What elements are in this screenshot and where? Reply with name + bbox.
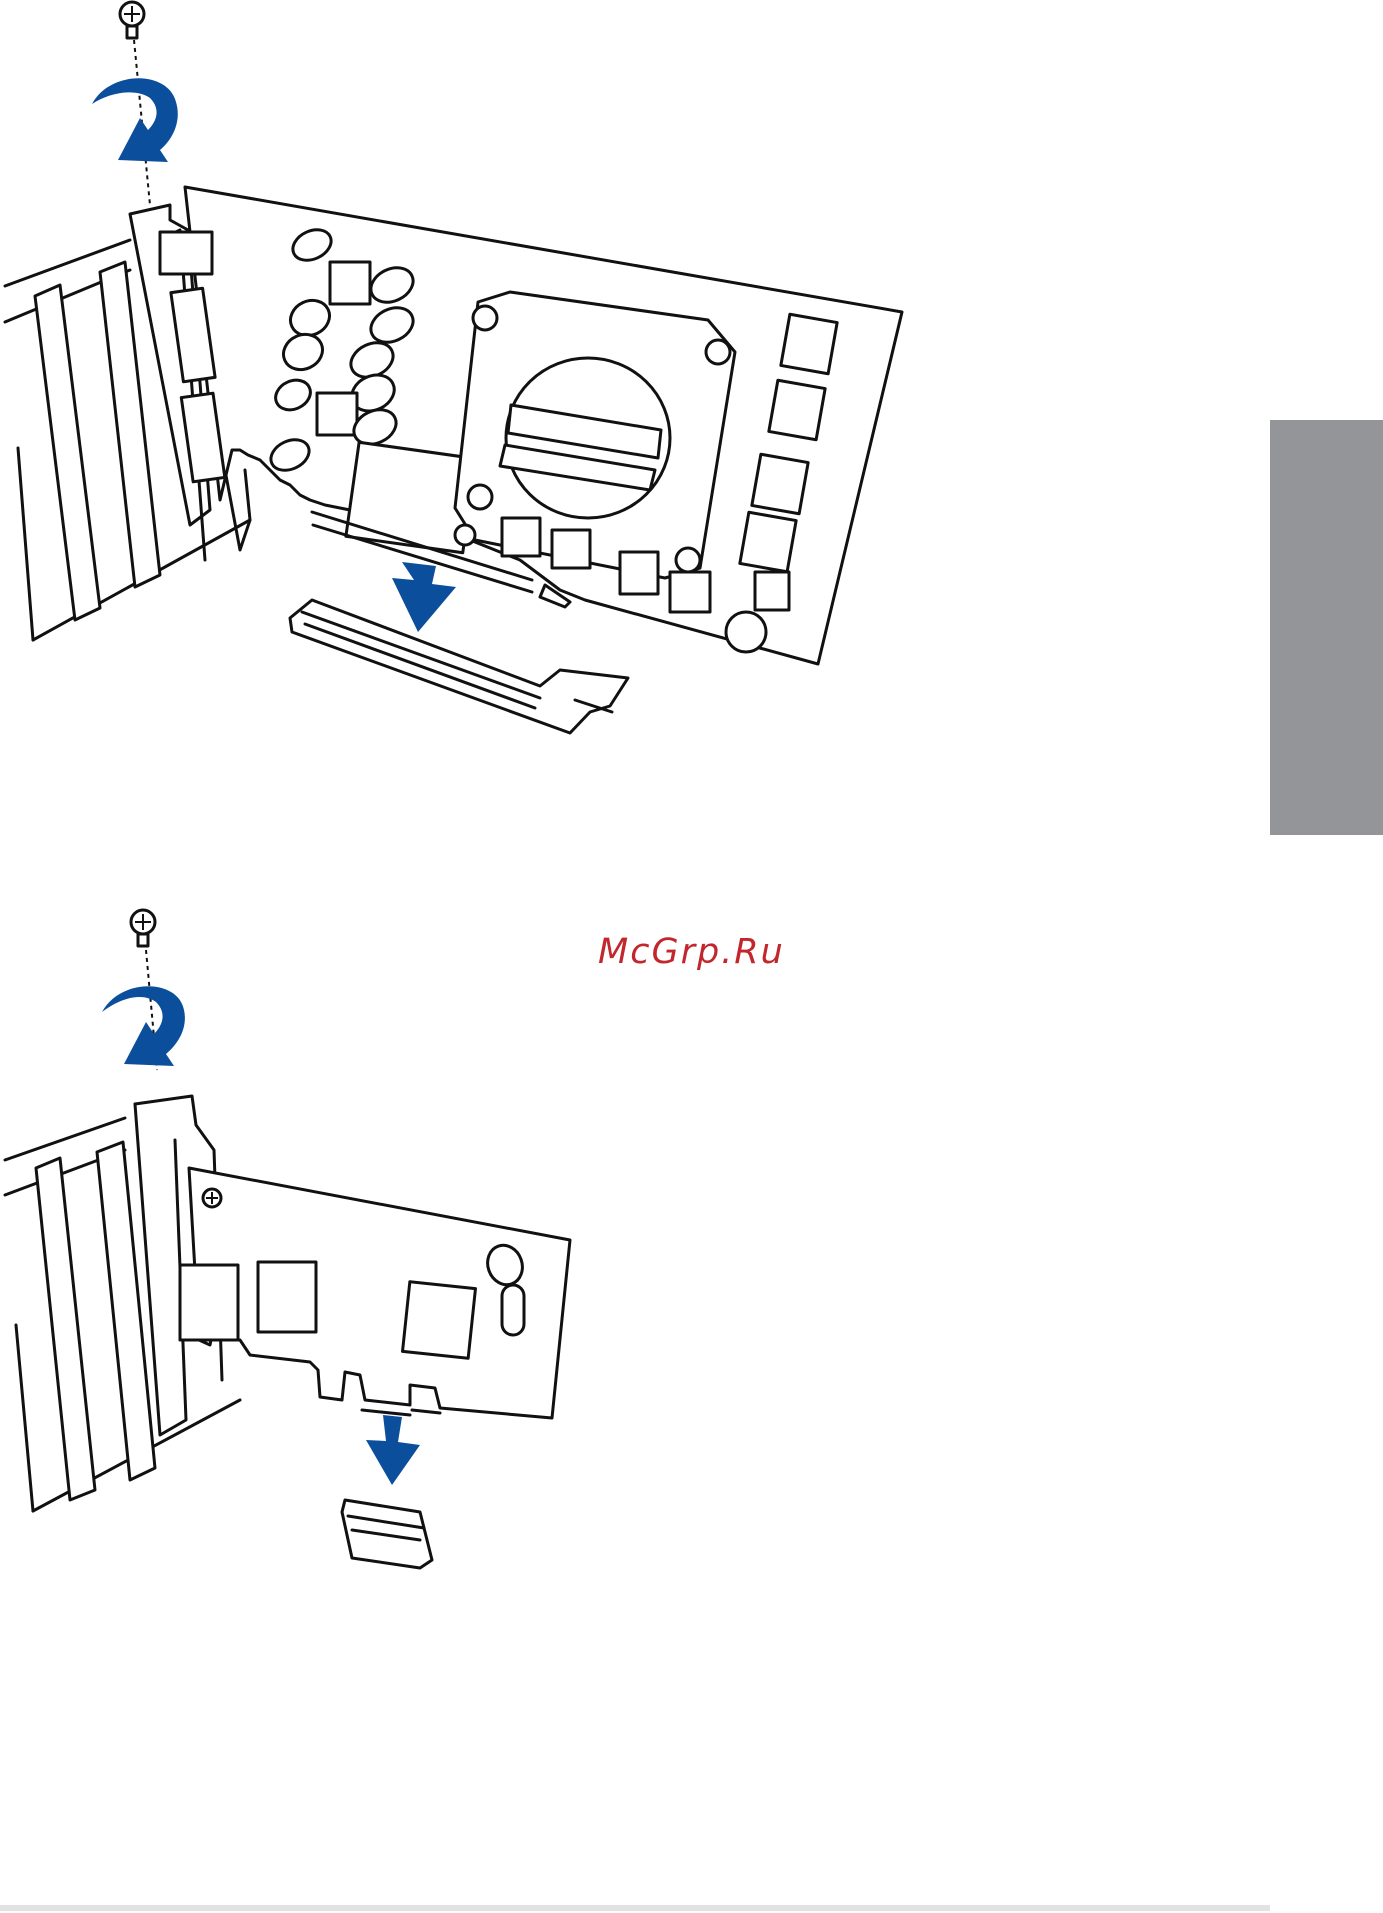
section-side-tab xyxy=(1270,420,1383,835)
pcie-x1-slot xyxy=(342,1500,432,1568)
footer-rule xyxy=(0,1905,1270,1911)
pcie-x16-slot xyxy=(290,600,628,733)
graphics-card-installation-illustration xyxy=(0,0,910,760)
rotate-arrow-icon xyxy=(102,986,185,1066)
graphics-card xyxy=(160,187,902,664)
watermark: McGrp.Ru xyxy=(598,932,785,972)
pcie-x1-card xyxy=(180,1168,570,1418)
screw-icon xyxy=(131,910,155,946)
insert-arrow-icon xyxy=(392,562,456,632)
insert-arrow-icon xyxy=(366,1415,420,1485)
pcie-x1-card-installation-illustration xyxy=(0,900,600,1620)
rotate-arrow-icon xyxy=(92,78,178,162)
screw-icon xyxy=(120,2,144,38)
